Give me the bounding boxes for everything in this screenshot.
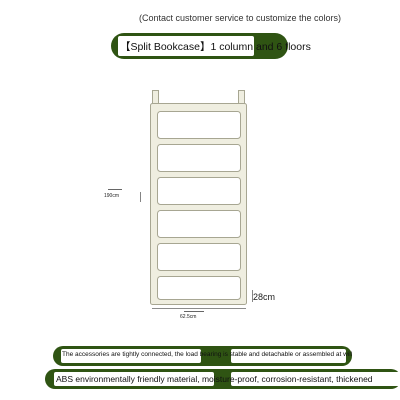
feature-banner-1 — [53, 346, 352, 366]
feature-banner-2-inner — [54, 372, 214, 386]
width-label-tick — [184, 311, 204, 312]
shelf-opening-2 — [157, 144, 241, 172]
feature-banner-2-inner-right — [231, 372, 400, 386]
shelf-opening-1 — [157, 111, 241, 139]
shelf-opening-6 — [157, 276, 241, 300]
feature-banner-1-inner — [61, 349, 201, 363]
feature-banner-2 — [45, 369, 400, 389]
left-post-top — [152, 90, 159, 105]
feature-text-1: The accessories are tightly connected, t… — [62, 351, 353, 358]
height-dimension-label: 190cm — [104, 193, 120, 199]
feature-text-2: ABS environmentally friendly material, m… — [56, 374, 373, 384]
shelf-opening-3 — [157, 177, 241, 205]
product-title: 【Split Bookcase】1 column and 6 floors — [120, 41, 311, 53]
height-label-tick — [108, 189, 122, 190]
right-post-top — [238, 90, 245, 105]
title-banner-inner — [118, 36, 254, 56]
title-banner — [111, 33, 288, 59]
feature-banner-1-inner-right — [231, 349, 346, 363]
shelf-opening-4 — [157, 210, 241, 238]
depth-dimension-label: 28cm — [253, 292, 276, 302]
customize-color-note: (Contact customer service to customize t… — [138, 13, 342, 23]
width-dimension-label: 62.5cm — [180, 314, 197, 320]
shelf-opening-5 — [157, 243, 241, 271]
